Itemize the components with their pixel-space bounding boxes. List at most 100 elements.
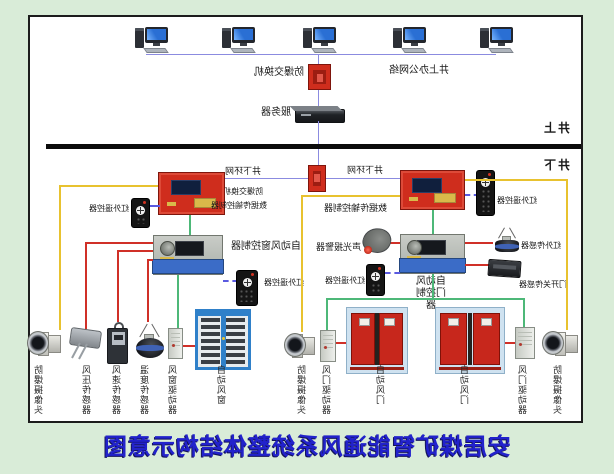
controller-screen (171, 180, 202, 195)
controller-dial (407, 240, 422, 255)
ir-remote-label: 红外遥控器 (497, 196, 537, 205)
camera-lens (542, 331, 564, 355)
red-cable (465, 242, 493, 244)
green-cable (177, 275, 179, 328)
ring-network-label: 井下环网 (224, 167, 261, 177)
infrared-sensor-label: 红外传感器 (521, 241, 561, 250)
pc-tower-icon (480, 28, 489, 48)
red-cable (465, 264, 490, 266)
red-cable (85, 242, 87, 329)
auto-door-label: 自动风门 (377, 365, 387, 405)
diagram-title: 安居煤矿智能通风系统整体结构示意图 (103, 434, 511, 460)
explosion-proof-camera-icon (542, 330, 578, 358)
diagram-area: 井上办公网络 防爆交换机 服务器 井上 井下 井下环网 井下环网 防爆交换机 数… (27, 15, 583, 423)
server-icon (295, 109, 345, 123)
underground-switch-icon (308, 165, 326, 192)
keyboard-icon (488, 48, 514, 53)
door-switch-sensor-label: 门开关传感器 (519, 280, 567, 289)
temp-sensor-label: 温度传感器 (141, 365, 151, 415)
ring-line-right (225, 178, 308, 179)
ground-divider (46, 144, 581, 149)
data-controller-label: 数据传输控制器 (211, 201, 267, 210)
camera-lens (27, 331, 49, 355)
workstation-icon (473, 27, 514, 54)
ring-line-left (326, 178, 400, 179)
door-driver-icon (515, 327, 535, 359)
speed-sensor-label: 风速传感器 (113, 365, 123, 415)
server-downhole-line (318, 121, 319, 165)
ir-remote-icon (236, 270, 258, 306)
auto-window-controller (152, 235, 224, 275)
ring-network-label: 井下环网 (346, 166, 383, 176)
door-driver-icon (320, 330, 336, 362)
door-driver-label: 风门驱动器 (323, 365, 333, 415)
zone-above-label: 井上 (541, 121, 570, 135)
auto-door-label: 自动风门 (461, 365, 471, 405)
auto-window-icon (195, 309, 251, 370)
surface-switch-icon (308, 64, 331, 90)
ir-remote-label: 红外遥控器 (325, 276, 365, 285)
green-cable (189, 215, 191, 235)
auto-window-controller-label: 自动风窗控制器 (231, 241, 301, 252)
workstation-icon (296, 27, 337, 54)
yellow-cable (465, 179, 568, 181)
auto-door-controller (399, 234, 466, 274)
door-driver-label: 风门驱动器 (519, 365, 529, 415)
sound-light-alarm-icon (360, 224, 394, 257)
red-cable (85, 242, 153, 244)
window-driver-label: 风窗驱动器 (169, 365, 179, 415)
ir-remote-icon (131, 198, 150, 228)
camera-label: 防爆摄像头 (554, 365, 564, 415)
workstation-icon (386, 27, 427, 54)
explosion-proof-camera-icon (27, 330, 61, 358)
infrared-sensor-icon (493, 226, 521, 254)
yellow-cable (301, 195, 400, 197)
underground-switch-label: 防爆交换机 (223, 187, 263, 196)
yellow-cable (59, 185, 61, 330)
wind-speed-sensor-icon (107, 322, 128, 364)
office-lan-line (146, 54, 496, 55)
red-cable (147, 259, 149, 322)
yellow-cable (566, 179, 568, 330)
workstation-icon (215, 27, 256, 54)
remote-link-dashed (385, 272, 400, 274)
camera-lens (284, 333, 306, 357)
ir-remote-label: 红外遥控器 (89, 204, 129, 213)
auto-door-icon (346, 307, 408, 374)
pressure-sensor-label: 风压传感器 (83, 365, 93, 415)
yellow-cable (301, 195, 303, 332)
yellow-cable (59, 185, 158, 187)
camera-label: 防爆摄像头 (35, 365, 45, 415)
wind-pressure-sensor-icon (68, 326, 103, 362)
camera-label: 防爆摄像头 (298, 365, 308, 415)
ir-remote-icon (366, 264, 385, 296)
green-cable (326, 298, 328, 332)
switch-server-line (318, 90, 319, 107)
green-cable (432, 274, 434, 298)
surface-switch-label: 防爆交换机 (254, 67, 304, 78)
lan-drop-line (318, 54, 319, 64)
green-cable (432, 210, 434, 234)
controller-dial (160, 241, 175, 256)
red-cable (117, 250, 119, 322)
explosion-proof-camera-icon (284, 332, 315, 360)
red-cable (505, 342, 515, 344)
data-controller-door-branch (400, 170, 465, 210)
green-cable (523, 298, 525, 327)
temp-sensor-icon (135, 322, 165, 359)
server-label: 服务器 (261, 107, 291, 118)
red-cable (390, 242, 400, 244)
red-cable (183, 345, 195, 347)
data-controller-label: 数据传输控制器 (323, 204, 387, 214)
office-network-label: 井上办公网络 (389, 65, 449, 76)
zone-below-label: 井下 (541, 158, 570, 172)
remote-link-dashed (149, 205, 160, 207)
ir-remote-icon (476, 170, 495, 216)
green-cable (326, 298, 525, 300)
window-driver-icon (168, 328, 183, 359)
auto-window-label: 自动风窗 (218, 365, 228, 405)
door-switch-sensor-icon (487, 258, 522, 279)
workstation-icon (128, 27, 169, 54)
controller-screen (412, 178, 443, 193)
